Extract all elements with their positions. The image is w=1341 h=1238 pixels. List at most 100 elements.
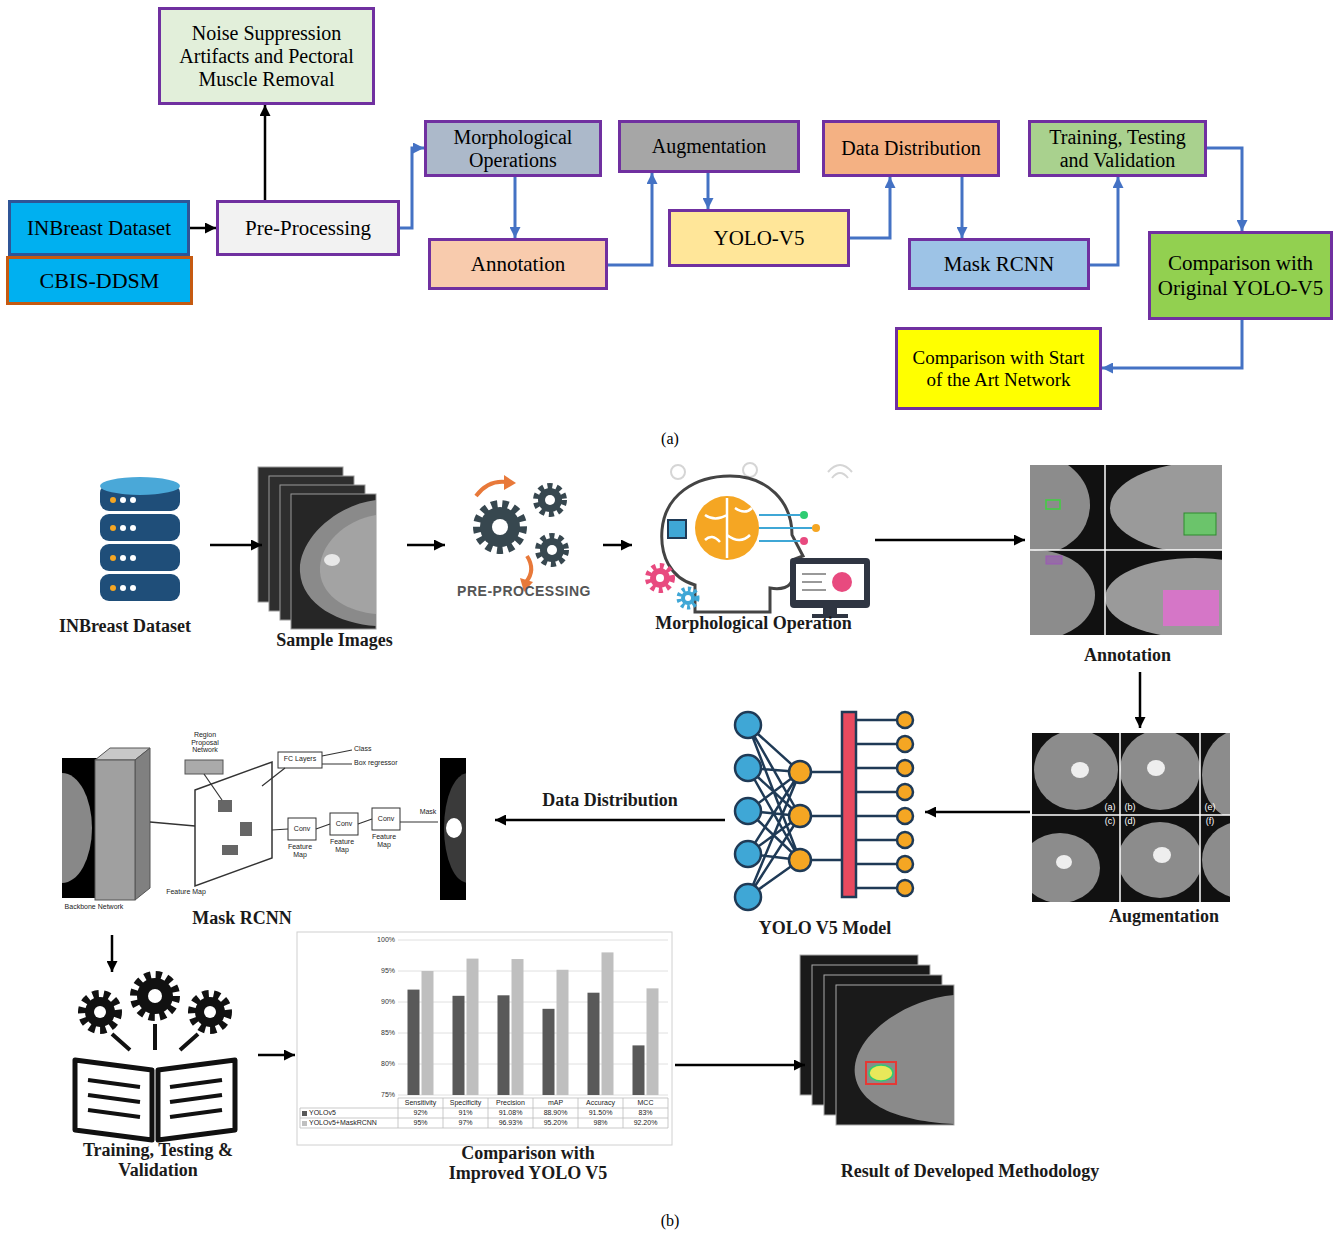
connector-arrow bbox=[1207, 148, 1242, 231]
pipeline-step: Augmentation bbox=[1030, 728, 1232, 933]
legend-text: YOLOv5 bbox=[309, 1109, 397, 1117]
process-box: Pre-Processing bbox=[216, 200, 400, 256]
connector-arrow bbox=[925, 811, 1030, 814]
process-box: Training, Testing and Validation bbox=[1028, 120, 1207, 177]
connector-arrow bbox=[850, 177, 890, 238]
ai-head-icon bbox=[656, 574, 664, 582]
pipeline-step: Annotation bbox=[1025, 460, 1230, 672]
training-icon bbox=[204, 1006, 216, 1018]
pipeline-step: Result of Developed Methodology bbox=[805, 950, 1135, 1188]
gears-icon bbox=[545, 495, 555, 505]
mask-rcnn-figure bbox=[62, 773, 92, 883]
mask-rcnn-figure bbox=[444, 773, 466, 883]
mask-rcnn-figure bbox=[446, 818, 462, 838]
ai-head-icon bbox=[743, 463, 757, 477]
connector-arrow bbox=[264, 105, 267, 200]
neural-network-icon bbox=[735, 712, 761, 738]
box-text: Comparison with Original YOLO-V5 bbox=[1157, 251, 1324, 299]
database-icon bbox=[110, 497, 116, 503]
training-icon bbox=[195, 997, 225, 1027]
neural-network-icon bbox=[897, 808, 913, 824]
mask-rcnn-figure bbox=[222, 845, 238, 855]
bar bbox=[588, 993, 600, 1095]
augmented-mammograms bbox=[1147, 760, 1165, 776]
table-cell: 98% bbox=[578, 1119, 623, 1127]
augmented-mammograms bbox=[1202, 733, 1230, 815]
category-label: Accuracy bbox=[578, 1099, 623, 1107]
ai-head-icon bbox=[650, 568, 670, 588]
subfigure-label: (c) bbox=[1101, 817, 1119, 827]
bar bbox=[408, 952, 659, 1095]
ai-head-icon bbox=[802, 574, 826, 590]
network-part-label: Feature Map bbox=[368, 833, 400, 848]
step-caption: Training, Testing & Validation bbox=[66, 1140, 251, 1181]
table-cell: 91.08% bbox=[488, 1109, 533, 1117]
augmented-mammograms bbox=[1120, 822, 1200, 898]
training-icon bbox=[94, 1006, 106, 1018]
mammogram-stack bbox=[291, 494, 376, 629]
ai-head-icon bbox=[800, 537, 808, 545]
database-icon bbox=[110, 525, 116, 531]
gears-icon bbox=[538, 488, 562, 512]
neural-network-icon bbox=[735, 884, 761, 910]
step-caption: Augmentation bbox=[1109, 906, 1219, 927]
process-box: Morphological Operations bbox=[424, 120, 602, 177]
annotated-mammograms bbox=[1030, 465, 1222, 635]
step-caption: PRE-PROCESSING bbox=[457, 583, 591, 599]
neural-network-icon bbox=[897, 832, 913, 848]
bar bbox=[512, 959, 524, 1095]
ai-head-icon bbox=[790, 558, 870, 608]
training-icon bbox=[192, 994, 228, 1030]
bar bbox=[408, 990, 420, 1095]
ai-head-icon bbox=[812, 524, 820, 532]
training-icon bbox=[75, 975, 235, 1140]
step-caption: Comparison with Improved YOLO V5 bbox=[423, 1143, 633, 1184]
connector-arrow bbox=[1102, 320, 1242, 368]
gears-icon bbox=[492, 519, 508, 535]
pipeline-step: Morphological Operation bbox=[632, 460, 875, 640]
database-icon bbox=[110, 555, 116, 561]
pipeline-step: INBreast Dataset bbox=[40, 465, 210, 643]
gears-icon bbox=[476, 475, 566, 592]
process-box: Mask RCNN bbox=[908, 238, 1090, 290]
mammogram-stack bbox=[320, 515, 376, 614]
subfigure-label: (d) bbox=[1121, 817, 1139, 827]
database-icon bbox=[100, 544, 180, 571]
chart-frame bbox=[300, 1098, 668, 1128]
ai-head-icon bbox=[800, 511, 808, 519]
ai-head-icon bbox=[796, 564, 864, 600]
box-text: Morphological Operations bbox=[433, 126, 593, 172]
legend-text: YOLOv5+MaskRCNN bbox=[309, 1119, 397, 1127]
axis-tick-label: 85% bbox=[358, 1029, 395, 1037]
table-cell: 97% bbox=[443, 1119, 488, 1127]
ai-head-icon bbox=[662, 476, 803, 612]
mammogram-stack bbox=[258, 467, 376, 629]
mask-rcnn-figure bbox=[288, 818, 316, 840]
annotated-mammograms bbox=[1030, 550, 1095, 635]
training-icon bbox=[134, 975, 176, 1017]
process-box: Comparison with Start of the Art Network bbox=[895, 327, 1102, 410]
bar bbox=[498, 995, 510, 1095]
process-box: INBreast Dataset bbox=[8, 200, 190, 256]
mask-rcnn-figure bbox=[195, 762, 272, 886]
connector-arrow bbox=[961, 177, 964, 238]
neural-network-icon bbox=[897, 712, 913, 728]
axis-tick-label: 100% bbox=[358, 936, 395, 944]
database-icon bbox=[100, 477, 180, 601]
connector-arrow bbox=[603, 544, 632, 547]
chart-frame bbox=[297, 932, 672, 1145]
step-caption: Morphological Operation bbox=[655, 613, 852, 634]
mask-rcnn-figure bbox=[218, 800, 232, 812]
annotated-mammograms bbox=[1046, 500, 1060, 509]
box-text: Noise Suppression Artifacts and Pectoral… bbox=[167, 22, 366, 91]
box-text: INBreast Dataset bbox=[27, 216, 171, 240]
mask-rcnn-figure bbox=[278, 752, 322, 768]
training-icon bbox=[148, 989, 162, 1003]
connector-label: Data Distribution bbox=[539, 790, 681, 811]
augmented-mammograms bbox=[1020, 730, 1278, 903]
result-mammograms bbox=[866, 1062, 896, 1084]
annotated-mammograms bbox=[975, 455, 1300, 640]
annotated-mammograms bbox=[1030, 465, 1090, 550]
bar bbox=[422, 971, 434, 1095]
ai-head-icon bbox=[679, 589, 697, 607]
